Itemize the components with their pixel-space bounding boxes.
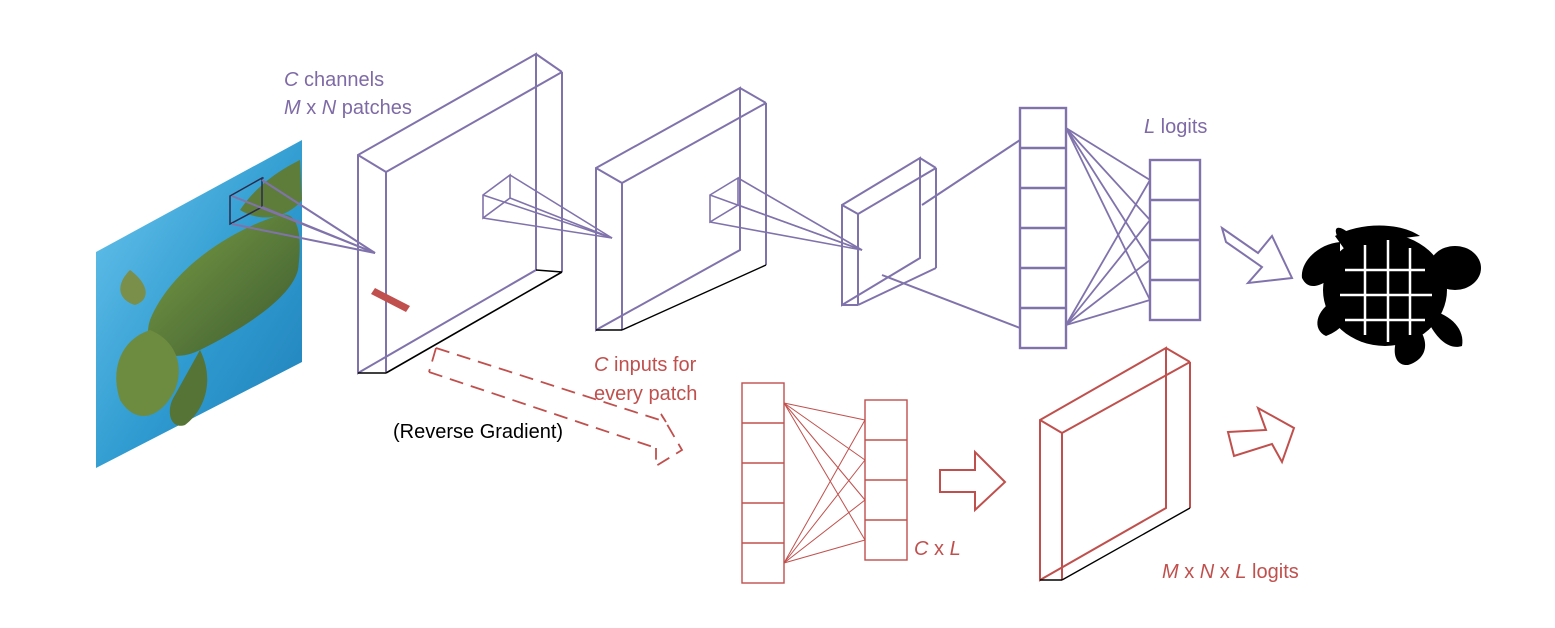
patch-input-column	[741, 382, 785, 584]
patches-label: M x N patches	[284, 97, 412, 119]
reverse-gradient-arrow	[428, 347, 684, 468]
patch-projection-lines-1	[231, 179, 376, 254]
logit-map-block	[1039, 346, 1191, 582]
conv-block-3	[841, 156, 937, 307]
cxl-label: C x L	[914, 538, 961, 560]
inputs-per-patch-label: C inputs for	[594, 354, 697, 376]
selected-patch-marker	[371, 288, 410, 312]
turtle-shell-pattern	[1340, 240, 1432, 342]
logits-label: L logits	[1144, 116, 1207, 138]
mnl-logits-label: M x N x L logits	[1162, 561, 1299, 583]
inputs-per-patch-label-line2: every patch	[594, 383, 697, 405]
turtle-silhouette-icon	[1301, 225, 1481, 366]
output-arrow-red	[1226, 405, 1296, 465]
input-image	[96, 140, 302, 468]
reverse-gradient-label: (Reverse Gradient)	[393, 421, 563, 443]
cxl-column	[864, 399, 908, 561]
fc-connectors	[881, 139, 1021, 329]
fc-layer-column	[1018, 106, 1068, 350]
inner-patch-2	[709, 176, 863, 251]
output-arrow-purple	[1220, 225, 1294, 285]
logits-column	[1148, 158, 1202, 322]
inner-patch-1	[482, 173, 613, 239]
transform-arrow-red	[939, 449, 1007, 513]
conv-block-1-bottom	[358, 269, 563, 374]
dense-connections	[1065, 127, 1151, 326]
conv-block-2-bottom	[596, 264, 767, 331]
patch-dense-connections	[783, 402, 866, 564]
logit-map-block-bottom	[1040, 507, 1191, 581]
channels-label: C channels	[284, 69, 384, 91]
conv-block-2	[595, 86, 767, 332]
